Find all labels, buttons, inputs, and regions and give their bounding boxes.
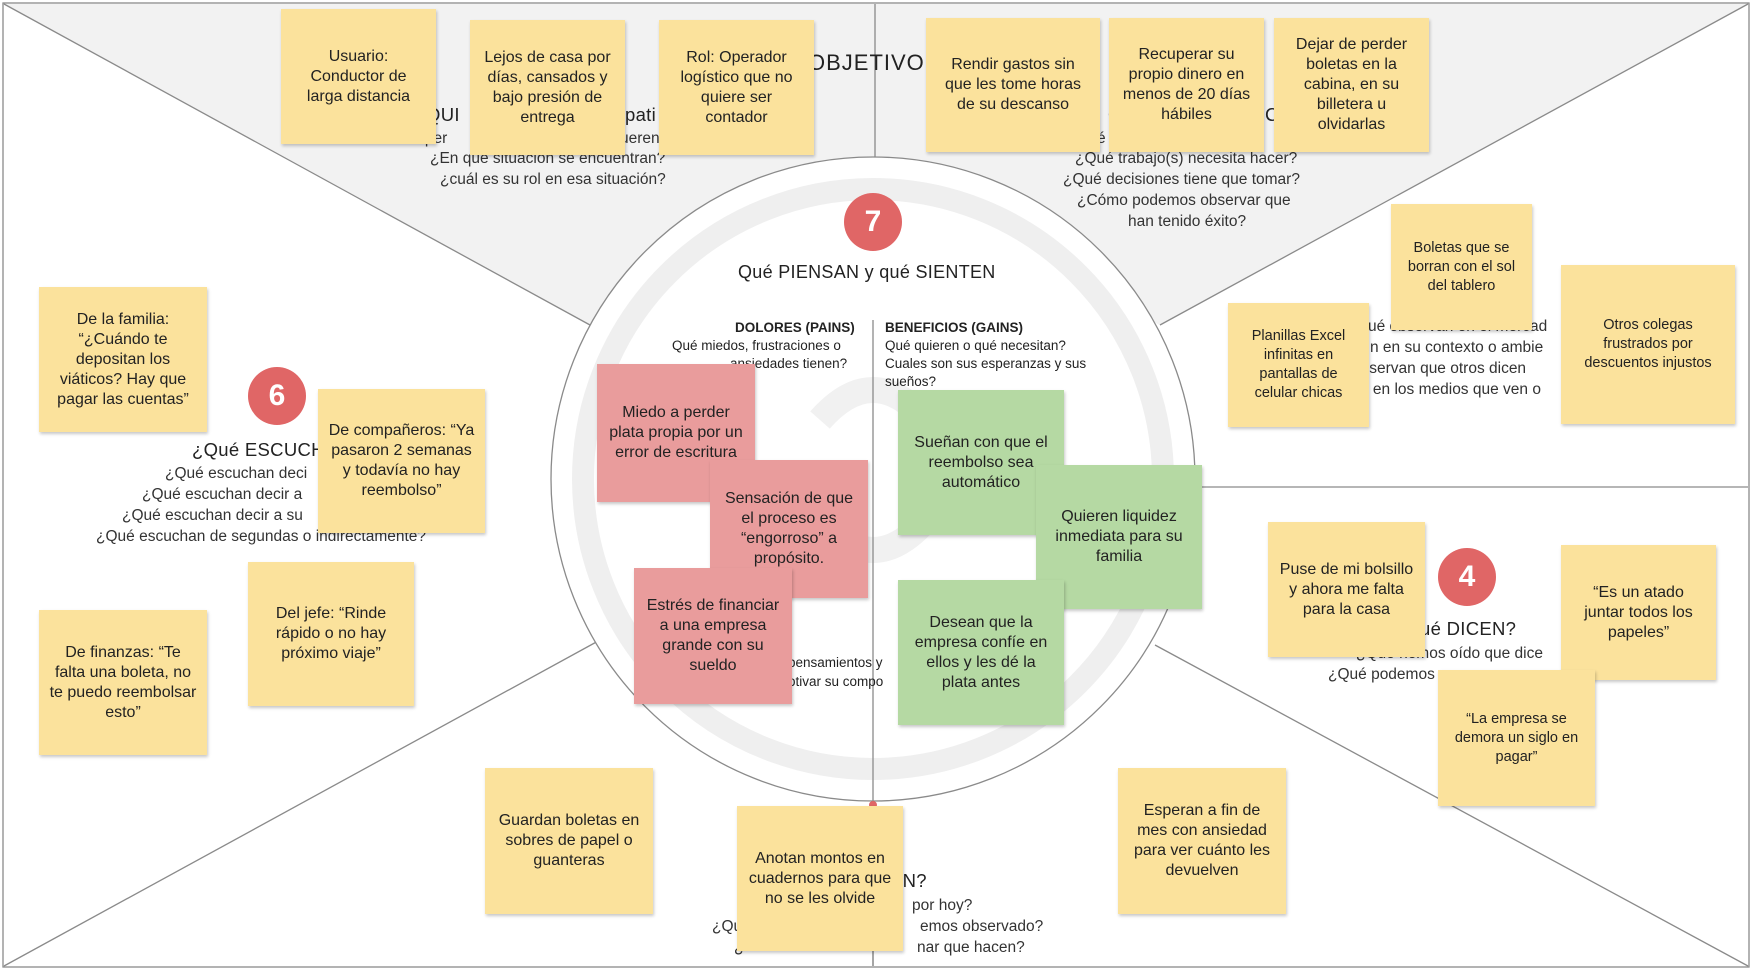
gains-question-2: Cuales son sus esperanzas y sus <box>885 356 1087 371</box>
sticky-note-puse[interactable]: Puse de mi bolsillo y ahora me falta par… <box>1268 522 1425 657</box>
hacen-prompt-1: por hoy? <box>912 897 973 914</box>
divider-bottom-left <box>3 639 601 967</box>
hacer-prompt-0: é <box>1097 130 1106 147</box>
sticky-note-planillas[interactable]: Planillas Excel infinitas en pantallas d… <box>1228 303 1369 427</box>
sticky-note-atado[interactable]: “Es un atado juntar todos los papeles” <box>1561 545 1716 680</box>
sticky-note-colegas[interactable]: Otros colegas frustrados por descuentos … <box>1561 265 1735 424</box>
objetivo-heading: OBJETIVO <box>808 50 925 75</box>
sticky-note-jefe[interactable]: Del jefe: “Rinde rápido o no hay próximo… <box>248 562 414 706</box>
escuchan-heading: ¿Qué ESCUCH <box>192 439 325 460</box>
divider-top-right <box>1159 3 1749 326</box>
gains-question-3: sueños? <box>885 374 937 389</box>
sticky-note-dejar[interactable]: Dejar de perder boletas en la cabina, en… <box>1274 18 1429 152</box>
divider-top-left <box>3 3 591 326</box>
sticky-note-miedo[interactable]: Miedo a perder plata propia por un error… <box>597 364 755 502</box>
center-bottom-prompt-2: otivar su compo <box>788 674 884 689</box>
sticky-note-usuario[interactable]: Usuario: Conductor de larga distancia <box>281 9 436 144</box>
pains-question-2: ansiedades tienen? <box>730 356 848 371</box>
badge-six: 6 <box>248 367 306 425</box>
sticky-note-anotan[interactable]: Anotan montos en cuadernos para que no s… <box>737 806 903 951</box>
ven-prompt-2: n en su contexto o ambie <box>1370 339 1544 356</box>
sticky-note-companeros[interactable]: De compañeros: “Ya pasaron 2 semanas y t… <box>318 389 485 533</box>
quien-heading-tail: pati <box>625 104 657 125</box>
sticky-note-esperan[interactable]: Esperan a fin de mes con ansiedad para v… <box>1118 768 1286 914</box>
pains-title: DOLORES (PAINS) <box>735 320 855 335</box>
sticky-note-desean[interactable]: Desean que la empresa confíe en ellos y … <box>898 580 1064 725</box>
hacer-prompt-3: ¿Cómo podemos observar que <box>1077 192 1291 209</box>
sticky-note-guardan[interactable]: Guardan boletas en sobres de papel o gua… <box>485 768 653 914</box>
center-bottom-prompt-1: pensamientos y <box>788 655 883 670</box>
sticky-note-siglo[interactable]: “La empresa se demora un siglo en pagar” <box>1438 670 1595 806</box>
quien-prompt-1b: ueren <box>620 130 660 147</box>
sticky-note-finanzas[interactable]: De finanzas: “Te falta una boleta, no te… <box>39 610 207 755</box>
hacer-prompt-2: ¿Qué decisiones tiene que tomar? <box>1063 171 1300 188</box>
badge-seven: 7 <box>844 193 902 251</box>
ven-prompt-3: observan que otros dicen <box>1352 360 1527 377</box>
hacen-prompt-3b: nar que hacen? <box>917 939 1025 956</box>
sticky-note-rol[interactable]: Rol: Operador logístico que no quiere se… <box>659 20 814 155</box>
sticky-note-familia[interactable]: De la familia: “¿Cuándo te depositan los… <box>39 287 207 432</box>
sticky-note-lejos[interactable]: Lejos de casa por días, cansados y bajo … <box>470 20 625 155</box>
gains-title: BENEFICIOS (GAINS) <box>885 320 1024 335</box>
hacer-prompt-1: ¿Qué trabajo(s) necesita hacer? <box>1075 150 1298 167</box>
badge-four: 4 <box>1438 548 1496 606</box>
sticky-note-boletas-sol[interactable]: Boletas que se borran con el sol del tab… <box>1391 204 1532 330</box>
gains-question-1: Qué quieren o qué necesitan? <box>885 338 1066 353</box>
escuchan-prompt-3: ¿Qué escuchan decir a su <box>122 507 303 524</box>
pains-question-1: Qué miedos, frustraciones o <box>672 338 841 353</box>
dicen-prompt-2: ¿Qué podemos <box>1328 666 1435 683</box>
hacen-prompt-2b: emos observado? <box>920 918 1044 935</box>
quien-prompt-3: ¿cuál es su rol en esa situación? <box>440 171 666 188</box>
sticky-note-recuperar[interactable]: Recuperar su propio dinero en menos de 2… <box>1109 18 1264 152</box>
hacer-prompt-4: han tenido éxito? <box>1128 213 1247 230</box>
piensan-heading: Qué PIENSAN y qué SIENTEN <box>738 262 996 282</box>
escuchan-prompt-2: ¿Qué escuchan decir a <box>142 486 303 503</box>
escuchan-prompt-1: ¿Qué escuchan deci <box>165 465 308 482</box>
hacen-prompt-2: ¿Qu <box>712 918 743 935</box>
ven-prompt-4: n en los medios que ven o <box>1360 381 1541 398</box>
dicen-heading: ué DICEN? <box>1420 618 1517 639</box>
sticky-note-rendir[interactable]: Rendir gastos sin que les tome horas de … <box>926 18 1100 152</box>
sticky-note-estres[interactable]: Estrés de financiar a una empresa grande… <box>634 568 792 704</box>
